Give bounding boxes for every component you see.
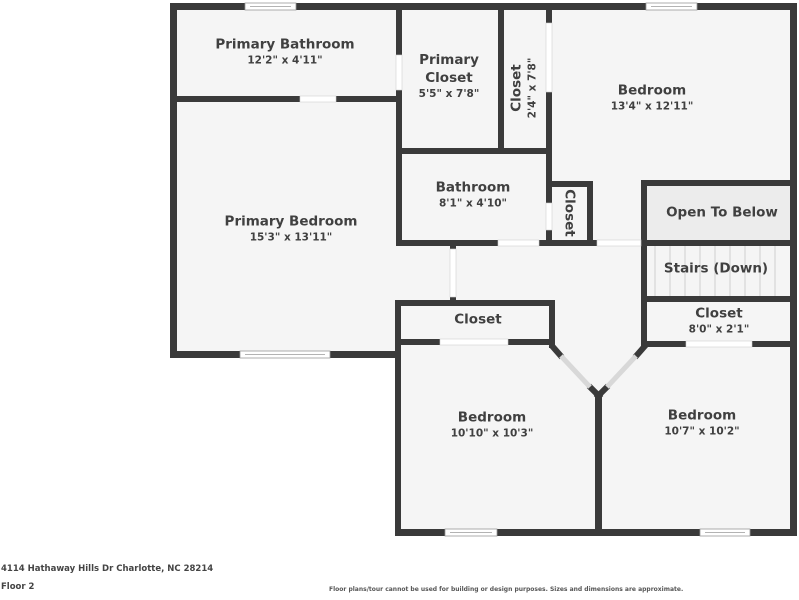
room-bedroom-lower-left: Bedroom 10'10" x 10'3" [451,410,534,441]
room-name: Closet [454,311,502,328]
room-primary-bathroom: Primary Bathroom 12'2" x 4'11" [215,37,354,68]
room-closet-lower: Closet [454,312,501,329]
room-bedroom-upper-right: Bedroom 13'4" x 12'11" [611,83,694,114]
room-bathroom: Bathroom 8'1" x 4'10" [436,180,511,211]
room-name: Closet [561,189,578,237]
room-dimensions: 8'0" x 2'1" [688,323,750,336]
room-name: Open To Below [666,204,778,221]
room-name: Closet [508,64,525,112]
room-dimensions: 5'5" x 7'8" [418,88,480,100]
room-dimensions: 10'7" x 10'2" [664,425,740,438]
room-dimensions: 13'4" x 12'11" [610,100,694,113]
room-name: Bedroom [617,82,687,99]
room-name: Primary Bedroom [224,213,358,230]
room-name: Stairs (Down) [663,260,769,277]
room-name: Bedroom [667,407,737,424]
room-name: Closet [695,305,743,322]
address: 4114 Hathaway Hills Dr Charlotte, NC 282… [1,564,214,574]
room-name: Bathroom [435,179,511,196]
room-name: Primary Closet [419,52,479,86]
room-dimensions: 12'2" x 4'11" [247,54,323,67]
room-closet-hall: Closet 8'0" x 2'1" [689,306,750,337]
room-name: Primary Bathroom [215,36,355,53]
room-dimensions: 10'10" x 10'3" [450,427,534,440]
disclaimer: Floor plans/tour cannot be used for buil… [329,586,684,593]
room-closet-narrow: Closet 2'4" x 7'8" [509,58,540,119]
room-stairs-down: Stairs (Down) [664,261,768,278]
room-primary-closet: Primary Closet 5'5" x 7'8" [414,51,484,101]
room-small-closet: Closet [561,189,578,236]
room-dimensions: 2'4" x 7'8" [526,57,539,119]
floor-label: Floor 2 [1,582,35,592]
room-dimensions: 8'1" x 4'10" [439,197,507,210]
room-bedroom-lower-right: Bedroom 10'7" x 10'2" [664,408,739,439]
room-open-to-below: Open To Below [666,205,778,222]
room-name: Bedroom [457,409,527,426]
room-primary-bedroom: Primary Bedroom 15'3" x 13'11" [225,214,358,245]
room-dimensions: 15'3" x 13'11" [249,231,333,244]
